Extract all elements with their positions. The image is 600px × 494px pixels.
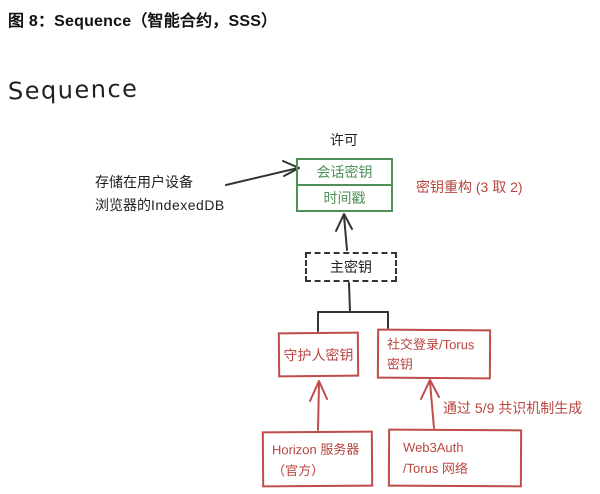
web3auth-line1: Web3Auth <box>403 439 464 456</box>
horizon-to-guardian-arrow <box>309 380 328 431</box>
session-key-box: 会话密钥 时间戳 <box>296 158 393 212</box>
storage-note-line1: 存储在用户设备 <box>95 174 193 190</box>
session-key-row: 会话密钥 <box>298 160 391 186</box>
storage-note: 存储在用户设备 浏览器的IndexedDB <box>95 171 225 217</box>
storage-note-arrow <box>225 160 300 186</box>
horizon-line2: （官方） <box>272 462 325 479</box>
social-login-line1: 社交登录/Torus <box>387 336 475 353</box>
social-login-line2: 密钥 <box>386 356 413 372</box>
consensus-note: 通过 5/9 共识机制生成 <box>443 400 583 416</box>
master-to-session-arrow <box>335 213 353 251</box>
permission-label: 许可 <box>330 132 358 148</box>
horizon-server-box: Horizon 服务器 （官方） <box>261 430 374 488</box>
guardian-key-box: 守护人密钥 <box>277 331 360 378</box>
social-login-key-box: 社交登录/Torus 密钥 <box>376 328 492 380</box>
web3auth-line2: /Torus 网络 <box>402 460 468 477</box>
web3auth-network-box: Web3Auth /Torus 网络 <box>387 428 523 488</box>
master-key-box: 主密钥 <box>305 252 397 282</box>
diagram-heading: Sequence <box>7 74 139 106</box>
storage-note-line2: 浏览器的IndexedDB <box>95 197 225 213</box>
key-reconstruction-note: 密钥重构 (3 取 2) <box>416 179 523 195</box>
horizon-line1: Horizon 服务器 <box>271 441 360 458</box>
master-to-shares-connector <box>317 282 389 332</box>
web3auth-to-social-arrow <box>420 379 440 429</box>
figure-title: 图 8：Sequence（智能合约，SSS） <box>8 13 278 30</box>
timestamp-row: 时间戳 <box>323 190 366 206</box>
